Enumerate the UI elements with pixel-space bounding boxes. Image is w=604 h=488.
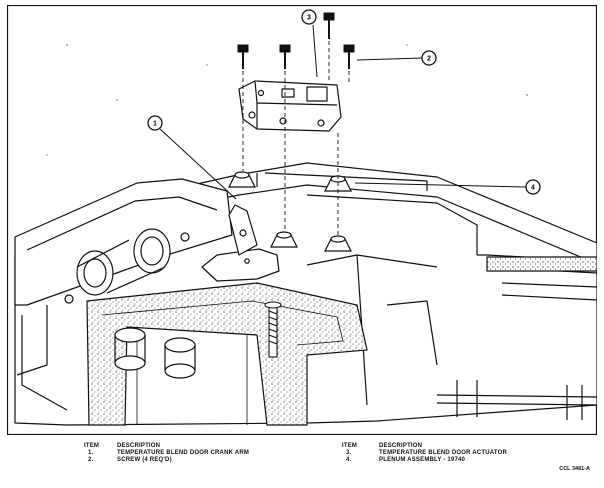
heater-tubes (114, 327, 196, 379)
plenum-diagram: 1 2 3 4 (6, 4, 598, 436)
callout-1-label: 1 (153, 121, 157, 128)
left-housing (14, 178, 233, 411)
mount-bosses (228, 171, 352, 252)
legend-right-item-header: ITEM (342, 443, 358, 449)
callout-2-label: 2 (427, 56, 431, 63)
leader-lines (159, 24, 527, 200)
blend-door-actuator (238, 80, 342, 132)
seal-gasket (86, 282, 368, 426)
callout-3-label: 3 (307, 15, 311, 22)
legend-right-row-3-num: 3. (346, 450, 352, 456)
legend-left-item-header: ITEM (84, 443, 100, 449)
legend: ITEM DESCRIPTION 1. TEMPERATURE BLEND DO… (0, 440, 604, 488)
legend-left-row-2-num: 2. (88, 457, 94, 463)
diagram-frame: 1 2 3 4 (6, 4, 598, 436)
callout-4-label: 4 (531, 185, 535, 192)
legend-left-row-1-text: TEMPERATURE BLEND DOOR CRANK ARM (117, 450, 250, 456)
callout-4: 4 (525, 179, 541, 195)
stud (264, 301, 282, 358)
legend-right-row-3-text: TEMPERATURE BLEND DOOR ACTUATOR (379, 450, 507, 456)
callout-1: 1 (147, 115, 163, 131)
legend-right-row-4-text: PLENUM ASSEMBLY - 19740 (379, 457, 466, 463)
legend-right-row-4-num: 4. (346, 457, 352, 463)
callout-3: 3 (301, 9, 317, 25)
callout-2: 2 (421, 50, 437, 66)
crank-arm (201, 204, 280, 282)
background-dots (46, 44, 528, 156)
alignment-lines (242, 41, 350, 235)
reference-code: CCL 3481-A (559, 466, 590, 472)
legend-left-description-header: DESCRIPTION (117, 443, 161, 449)
legend-left-row-2-text: SCREW (4 REQ'D) (117, 457, 172, 463)
legend-left-row-1-num: 1. (88, 450, 94, 456)
legend-right-description-header: DESCRIPTION (379, 443, 423, 449)
screws (237, 12, 355, 69)
